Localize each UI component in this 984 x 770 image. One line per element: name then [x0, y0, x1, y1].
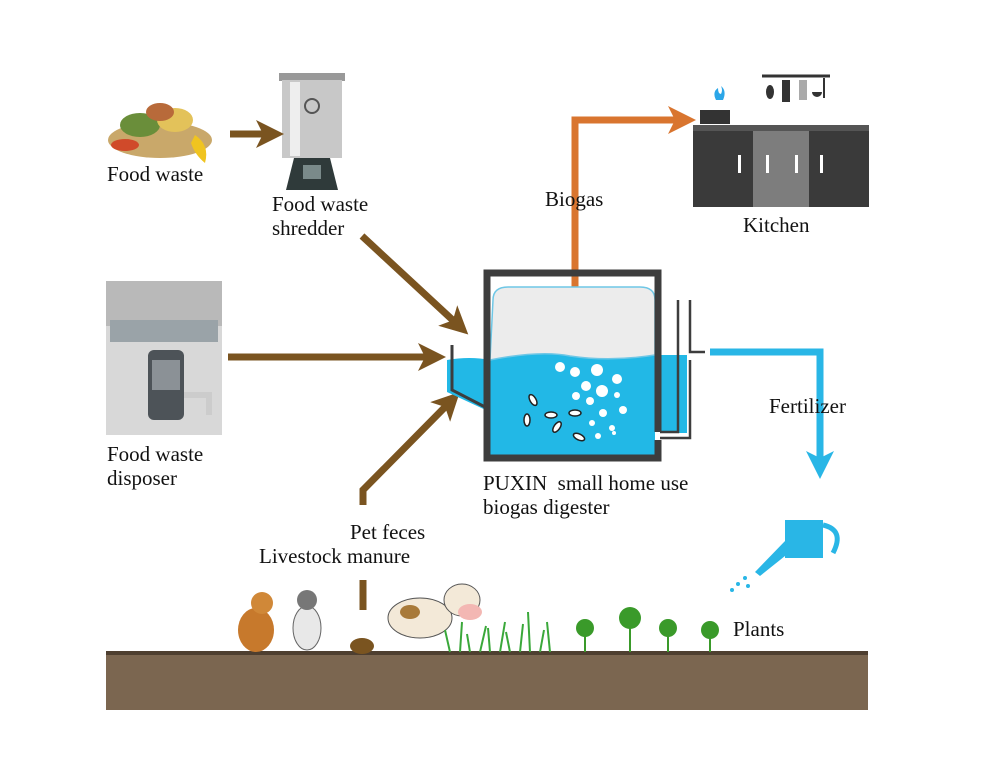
disposer-label-line1: Food waste	[107, 442, 203, 466]
fertilizer-label: Fertilizer	[769, 394, 846, 418]
cow-image	[387, 583, 482, 639]
shredder-to-digester-arrow	[359, 233, 469, 335]
cat-image	[292, 590, 322, 651]
kitchen-label: Kitchen	[743, 213, 810, 237]
feces-image	[350, 638, 374, 654]
feed-arrows	[228, 120, 469, 610]
biogas-digester	[447, 269, 705, 462]
food-waste-disposer-image	[106, 281, 222, 435]
watering-can-icon	[730, 520, 840, 592]
pet-feces-label: Pet feces	[350, 520, 425, 544]
food-waste-image	[108, 103, 212, 163]
plants-label: Plants	[733, 617, 784, 641]
microbes	[523, 393, 586, 442]
livestock-manure-label: Livestock manure	[259, 544, 410, 568]
shredder-label-line2: shredder	[272, 216, 344, 240]
digester-label-line1: PUXIN small home use	[483, 471, 688, 495]
kitchen-image	[693, 74, 869, 207]
fertilizer-arrow	[710, 348, 834, 479]
dog-image	[238, 592, 274, 652]
shredder-label-line1: Food waste	[272, 192, 368, 216]
digester-label-line2: biogas digester	[483, 495, 610, 519]
food-waste-shredder-image	[279, 73, 345, 190]
biogas-label: Biogas	[545, 187, 603, 211]
disposer-label-line2: disposer	[107, 466, 177, 490]
food-waste-label: Food waste	[107, 162, 203, 186]
gas-bubbles	[555, 362, 627, 439]
flame-icon	[714, 86, 725, 100]
biogas-arrow	[571, 106, 696, 290]
grass-image	[444, 611, 551, 653]
manure-to-digester-arrow	[359, 392, 460, 505]
plants-image	[576, 607, 719, 652]
ground	[106, 653, 868, 710]
